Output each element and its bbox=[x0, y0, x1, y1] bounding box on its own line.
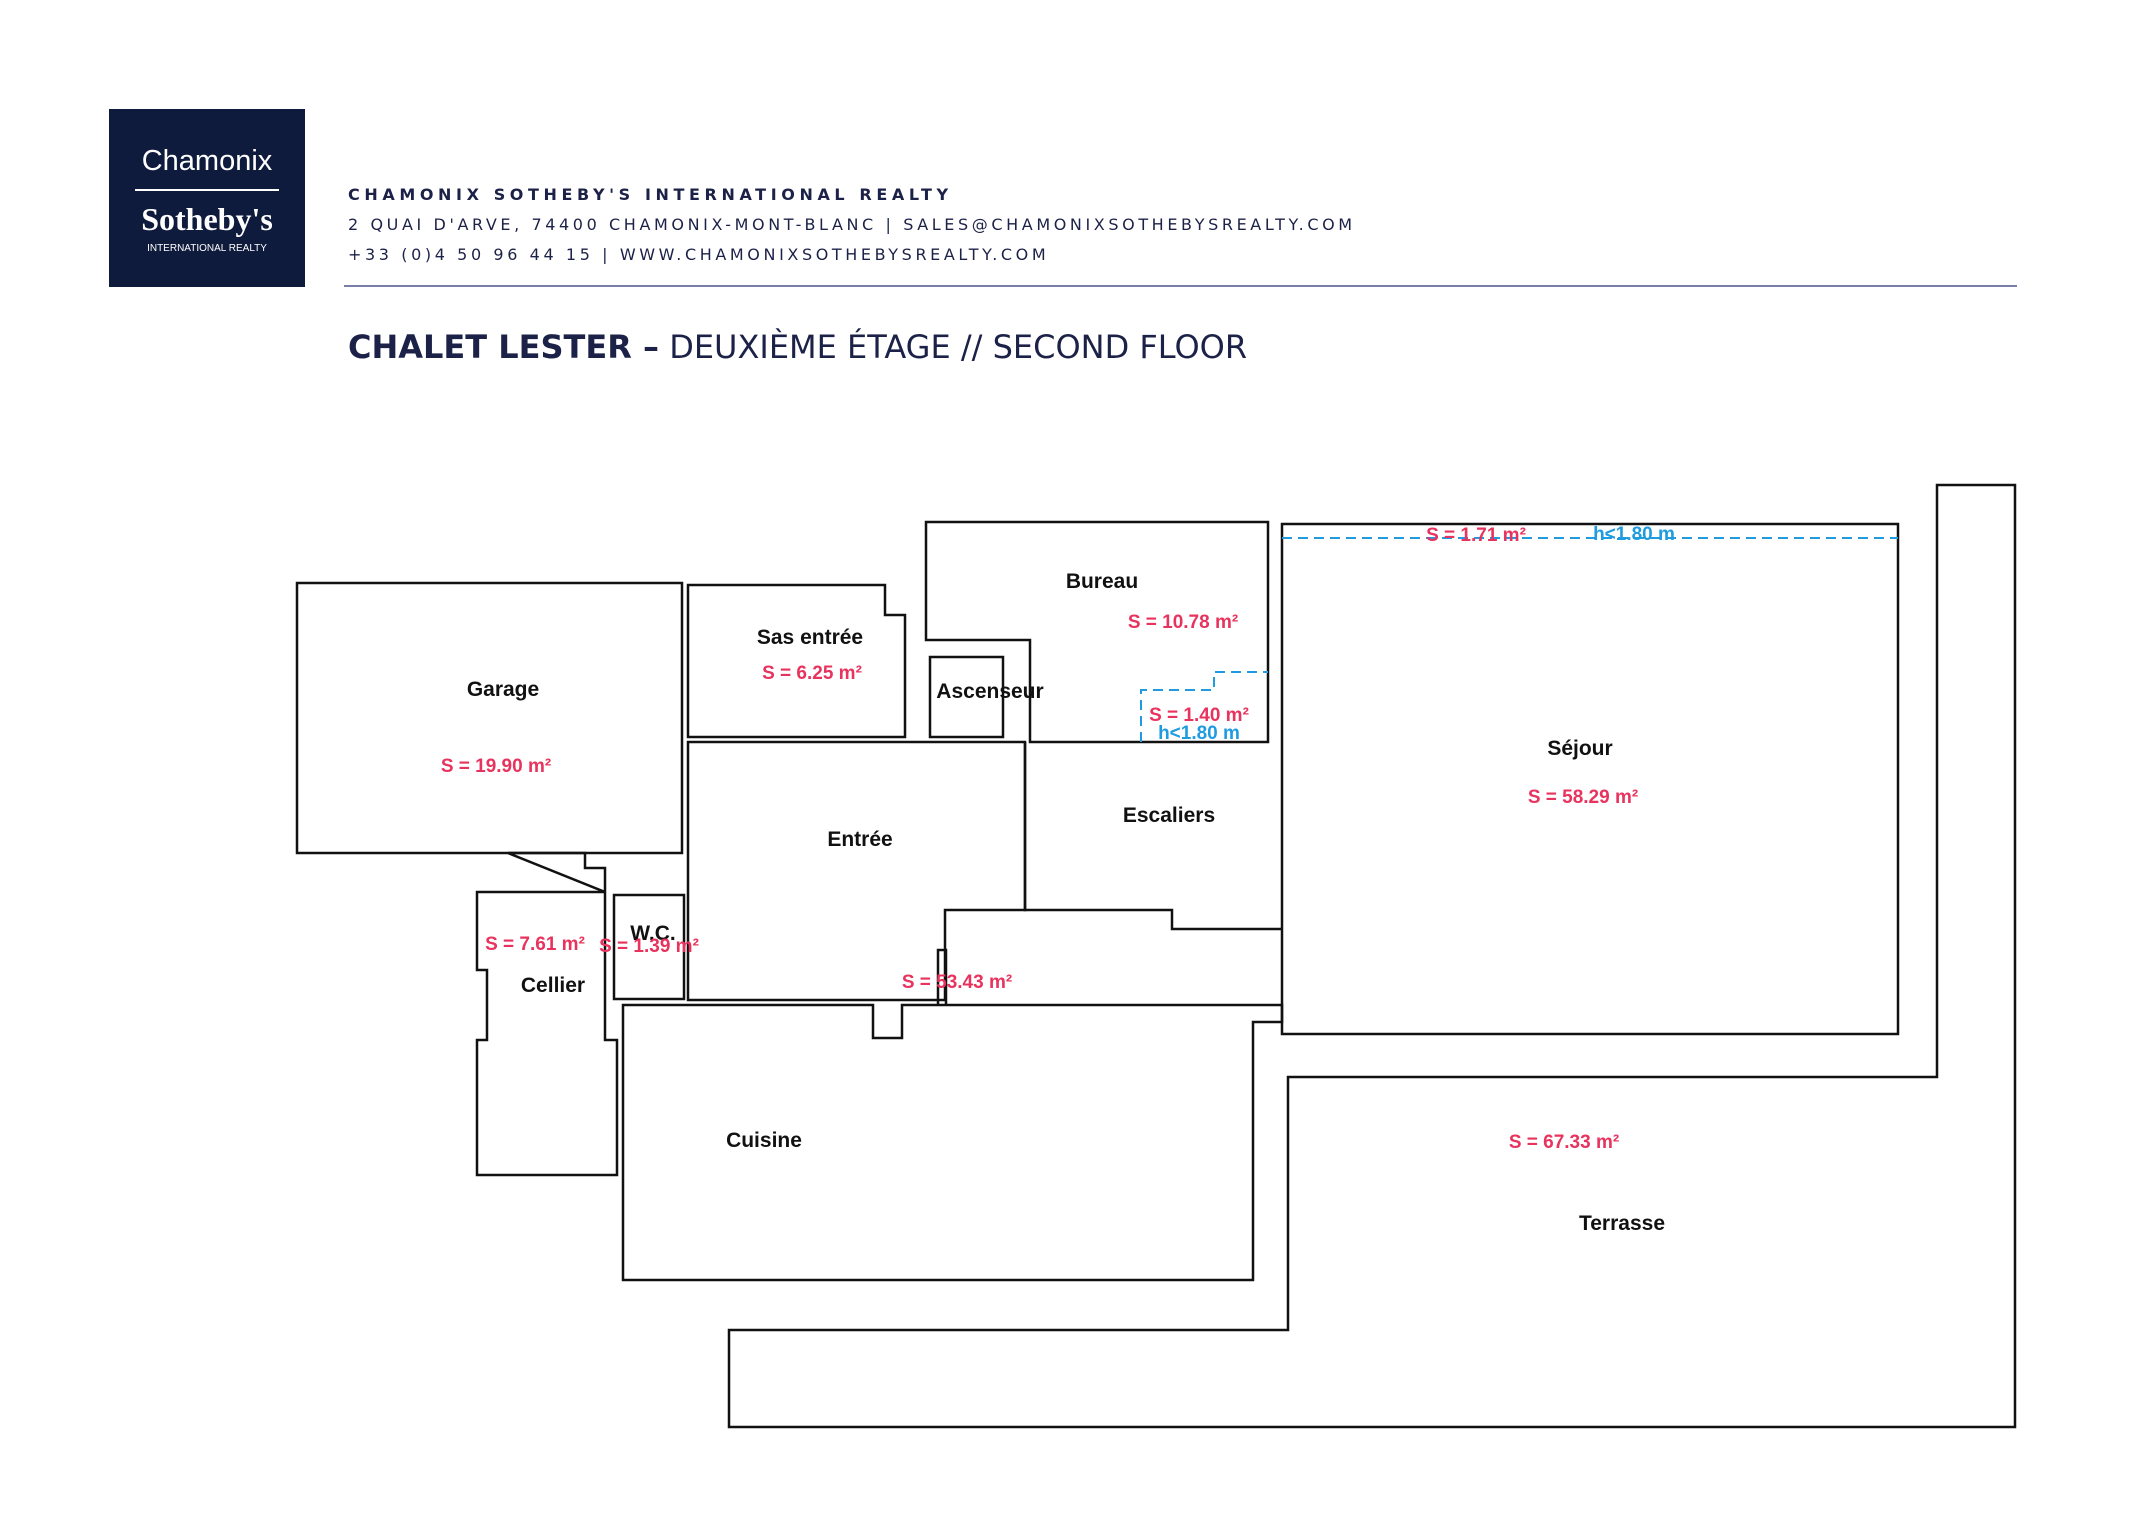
room-bureau bbox=[924, 520, 1270, 744]
header-divider bbox=[344, 285, 2017, 287]
page-title: CHALET LESTER – DEUXIÈME ÉTAGE // SECOND… bbox=[348, 328, 1247, 366]
label-wc: W.C. bbox=[630, 922, 676, 945]
sothebys-logo: Chamonix Sotheby's INTERNATIONAL REALTY bbox=[109, 109, 305, 287]
room-escaliers-wall bbox=[1023, 742, 1282, 931]
height-note-bureau: h<1.80 m bbox=[1158, 723, 1240, 744]
logo-chamonix: Chamonix bbox=[141, 145, 273, 177]
room-cuisine bbox=[621, 948, 1284, 1282]
company-address: 2 QUAI D'ARVE, 74400 CHAMONIX-MONT-BLANC… bbox=[348, 215, 1356, 234]
room-garage bbox=[295, 581, 684, 855]
area-terrasse: S = 67.33 m² bbox=[1509, 1132, 1619, 1153]
label-escaliers: Escaliers bbox=[1123, 804, 1215, 827]
area-bureau: S = 10.78 m² bbox=[1128, 612, 1238, 633]
logo-sothebys: Sotheby's bbox=[141, 201, 273, 237]
room-ascenseur bbox=[928, 655, 1005, 739]
area-main-living: S = 53.43 m² bbox=[902, 972, 1012, 993]
room-wc bbox=[612, 893, 686, 1001]
label-sejour: Séjour bbox=[1547, 737, 1612, 760]
area-bureau-low: S = 1.40 m² bbox=[1149, 705, 1249, 726]
label-ascenseur: Ascenseur bbox=[936, 680, 1043, 703]
bureau-low-height-outline bbox=[1140, 671, 1268, 742]
company-phone-website: +33 (0)4 50 96 44 15 | WWW.CHAMONIXSOTHE… bbox=[348, 245, 1050, 264]
area-garage: S = 19.90 m² bbox=[441, 756, 551, 777]
label-bureau: Bureau bbox=[1066, 570, 1138, 593]
label-terrasse: Terrasse bbox=[1579, 1212, 1665, 1235]
height-note-sejour: h<1.80 m bbox=[1593, 524, 1675, 545]
room-cellier bbox=[475, 851, 619, 1177]
label-garage: Garage bbox=[467, 678, 539, 701]
area-wc: S = 1.39 m² bbox=[599, 936, 699, 957]
room-sejour bbox=[1280, 522, 1900, 1036]
room-terrasse bbox=[727, 483, 2017, 1429]
area-sejour: S = 58.29 m² bbox=[1528, 787, 1638, 808]
room-sas-entree bbox=[686, 583, 907, 739]
room-entree bbox=[686, 740, 1027, 1002]
label-entree: Entrée bbox=[827, 828, 892, 851]
area-cellier: S = 7.61 m² bbox=[485, 934, 585, 955]
label-cellier: Cellier bbox=[521, 974, 585, 997]
company-name: CHAMONIX SOTHEBY'S INTERNATIONAL REALTY bbox=[348, 185, 953, 204]
title-floor: DEUXIÈME ÉTAGE // SECOND FLOOR bbox=[659, 328, 1248, 366]
title-chalet-name: CHALET LESTER – bbox=[348, 328, 660, 366]
area-sejour-low: S = 1.71 m² bbox=[1426, 525, 1526, 546]
logo-divider bbox=[135, 189, 279, 191]
area-sas-entree: S = 6.25 m² bbox=[762, 663, 862, 684]
label-cuisine: Cuisine bbox=[726, 1129, 802, 1152]
label-sas-entree: Sas entrée bbox=[757, 626, 863, 649]
logo-international-realty: INTERNATIONAL REALTY bbox=[147, 243, 267, 254]
